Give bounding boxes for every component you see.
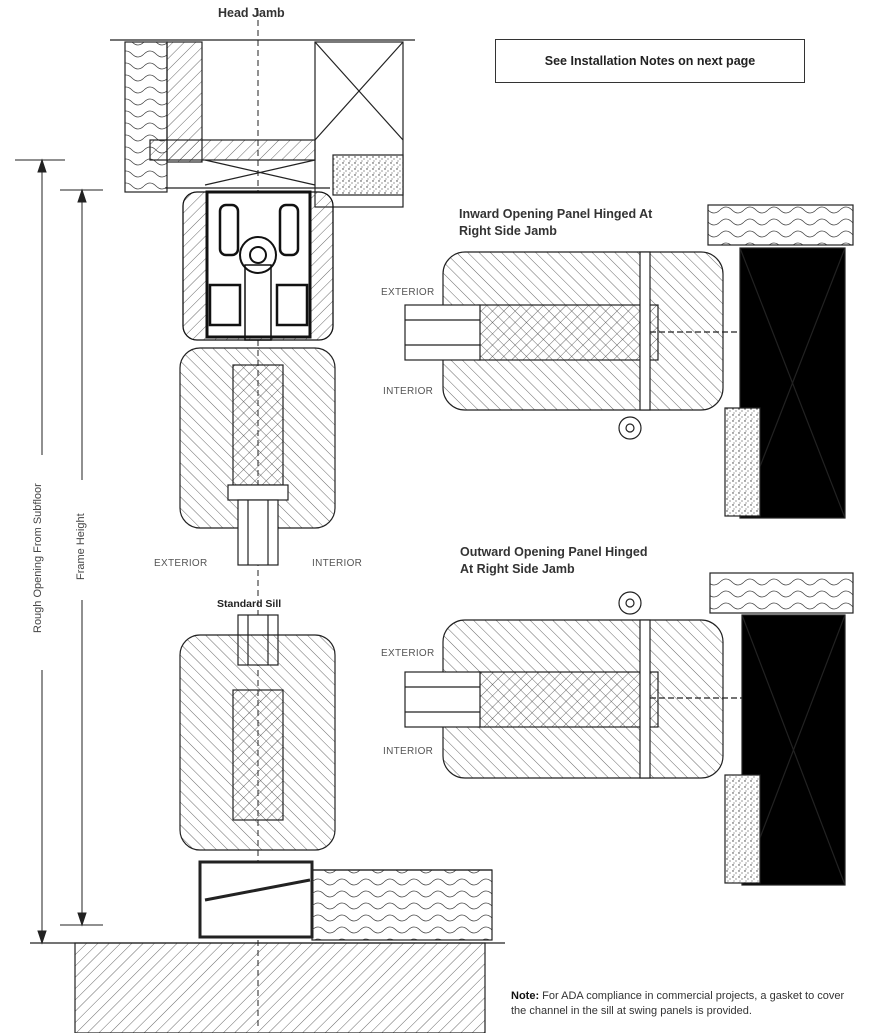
standard-sill-title: Standard Sill [217, 598, 282, 610]
inward-title: Inward Opening Panel Hinged At Right Sid… [459, 206, 652, 240]
outward-exterior-label: EXTERIOR [381, 648, 435, 659]
section-interior-label: INTERIOR [312, 558, 363, 569]
head-jamb-title: Head Jamb [218, 6, 285, 20]
section-exterior-label: EXTERIOR [154, 558, 208, 569]
outward-title-line-2: At Right Side Jamb [460, 562, 575, 576]
outward-interior-label: INTERIOR [383, 746, 434, 757]
ada-note: Note: For ADA compliance in commercial p… [511, 989, 851, 1019]
note-text: For ADA compliance in commercial project… [511, 990, 845, 1017]
inward-title-line-1: Inward Opening Panel Hinged At [459, 207, 653, 221]
floor-slab [30, 942, 505, 1033]
head-jamb-framing [110, 39, 415, 208]
installation-notes-box: See Installation Notes on next page [495, 39, 805, 83]
sill-section [179, 614, 493, 941]
door-leaf-section [179, 347, 336, 566]
rough-opening-label: Rough Opening From Subfloor [32, 483, 44, 633]
outward-detail [404, 572, 854, 886]
inward-detail [404, 204, 854, 519]
outward-title: Outward Opening Panel Hinged At Right Si… [460, 544, 648, 578]
dimension-lines [15, 158, 103, 945]
outward-title-line-1: Outward Opening Panel Hinged [460, 545, 648, 559]
inward-title-line-2: Right Side Jamb [459, 224, 557, 238]
inward-interior-label: INTERIOR [383, 386, 434, 397]
head-frame-profile [182, 190, 334, 341]
frame-height-label: Frame Height [75, 513, 87, 580]
note-prefix: Note: [511, 990, 540, 1002]
inward-exterior-label: EXTERIOR [381, 287, 435, 298]
installation-notes-text: See Installation Notes on next page [544, 54, 756, 68]
